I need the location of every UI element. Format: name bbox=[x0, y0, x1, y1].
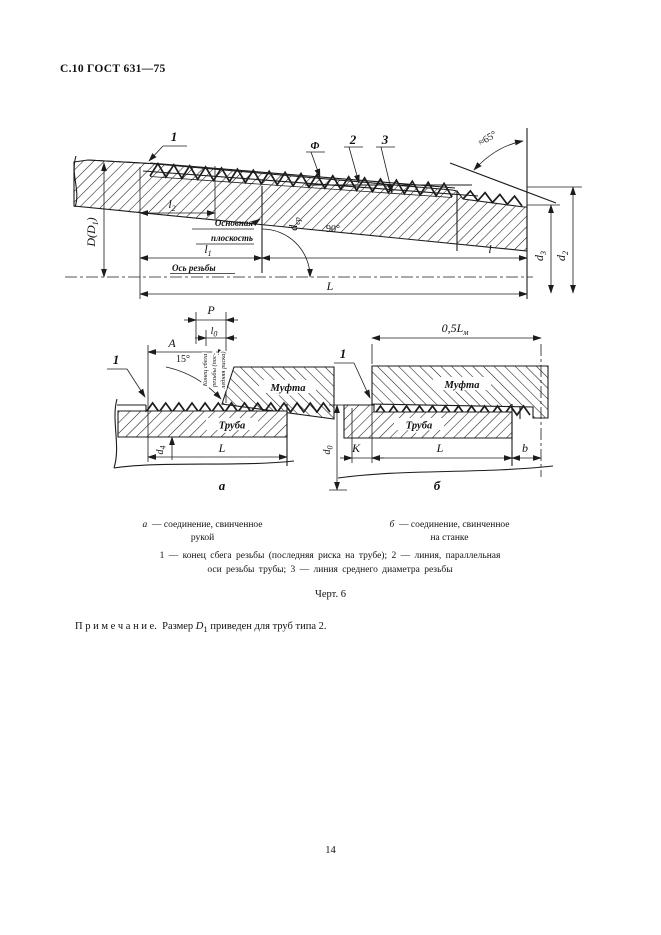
mufta-label-bg-b bbox=[433, 377, 491, 390]
truba-label-b: Труба bbox=[406, 421, 432, 432]
dim-dcp-label: dср bbox=[286, 217, 302, 231]
caption-b-key: б bbox=[389, 520, 395, 530]
joint-hand-drawing: Муфта Труба 1 P l0 bbox=[107, 303, 335, 493]
angle-65-arc bbox=[473, 139, 524, 171]
legend-line-1: 1 — конец сбега резьбы (последняя риска … bbox=[159, 551, 501, 561]
callout-3: 3 bbox=[381, 132, 389, 147]
callout-1-a: 1 bbox=[113, 352, 120, 367]
top-drawing: ≈65° 1 Ф 2 3 Ось резьбы l2 bbox=[65, 128, 582, 299]
dim-A-label: A bbox=[167, 336, 176, 350]
caption-a: а — соединение, свинченное рукой bbox=[105, 519, 300, 545]
caption-a-text: — соединение, свинченное bbox=[151, 520, 263, 530]
note-variable: D bbox=[195, 621, 204, 632]
mufta-label-bg-a bbox=[259, 380, 316, 393]
angle-15-arc bbox=[165, 366, 222, 400]
dim-l-label: l bbox=[488, 242, 492, 256]
note-label: П р и м е ч а н и е. bbox=[75, 621, 157, 632]
dim-d2-label: d2 bbox=[554, 251, 570, 261]
truba-label-a: Труба bbox=[219, 421, 245, 432]
mufta-label-b: Муфта bbox=[444, 380, 480, 391]
note-post: приведен для труб типа 2. bbox=[210, 621, 327, 632]
caption-b-text2: на станке bbox=[430, 533, 469, 543]
page-number: 14 bbox=[325, 845, 336, 856]
sublabel-b: б bbox=[434, 478, 441, 493]
coupling-section-b bbox=[371, 365, 549, 419]
page-header: С.10 ГОСТ 631—75 bbox=[60, 63, 166, 75]
pipe-bottom-break-b bbox=[337, 465, 554, 479]
caption-a-key: а bbox=[142, 520, 148, 530]
runout-note-line1: Конец сбега bbox=[202, 354, 209, 388]
dim-l2-label: l2 bbox=[168, 197, 175, 213]
dim-l1-label: l1 bbox=[204, 242, 211, 258]
note-pre: Размер bbox=[162, 621, 194, 632]
caption-b: б — соединение, свинченное на станке bbox=[352, 519, 547, 545]
angle-90-arc bbox=[261, 228, 313, 278]
dim-b-label: b bbox=[522, 441, 528, 455]
angle-65-label: ≈65° bbox=[477, 129, 499, 148]
joint-machine-drawing: Муфта Труба 0,5Lм 1 d0 bbox=[322, 321, 554, 493]
caption-b-text: — соединение, свинченное bbox=[399, 520, 510, 530]
caption-a-text2: рукой bbox=[190, 533, 215, 543]
axis-label: Ось резьбы bbox=[172, 263, 216, 273]
chamfer-line bbox=[449, 162, 557, 204]
dim-L-b-label: L bbox=[436, 441, 444, 455]
runout-note-line2: резьбы (пос- bbox=[211, 353, 218, 388]
legend-line-2: оси резьбы трубы; 3 — линия среднего диа… bbox=[207, 565, 453, 575]
callout-phi: Ф bbox=[311, 141, 320, 152]
dim-half-Lm-label: 0,5Lм bbox=[442, 321, 469, 337]
pipe-break-line bbox=[73, 155, 78, 208]
dim-L-top-label: L bbox=[326, 279, 334, 293]
thread-profile-end bbox=[462, 189, 523, 207]
figure-legend: 1 — конец сбега резьбы (последняя риска … bbox=[90, 549, 570, 577]
mean-diameter-line bbox=[142, 170, 479, 197]
basic-plane-label-2: плоскость bbox=[211, 233, 253, 243]
dim-l0-label: l0 bbox=[211, 326, 218, 339]
dim-L-a-label: L bbox=[218, 441, 226, 455]
callout-2: 2 bbox=[349, 132, 357, 147]
truba-label-bg-b bbox=[394, 418, 444, 430]
callout-1-b: 1 bbox=[340, 346, 347, 361]
angle-15-label: 15° bbox=[176, 354, 190, 365]
sublabel-a: а bbox=[219, 478, 226, 493]
thread-crest-line bbox=[149, 162, 456, 189]
truba-label-bg-a bbox=[206, 418, 258, 430]
pipe-bottom-break-a bbox=[113, 460, 295, 469]
runout-note-line3: ледняя риска) bbox=[220, 352, 227, 390]
basic-plane-label-1: Основная bbox=[215, 218, 254, 228]
dim-K-label: K bbox=[351, 441, 361, 455]
note: П р и м е ч а н и е. Размер D1 приведен … bbox=[75, 621, 326, 634]
mufta-label-a: Муфта bbox=[270, 383, 306, 394]
pipe-break-a bbox=[113, 398, 118, 469]
dim-d4-label: d4 bbox=[155, 446, 168, 455]
pipe-section-a bbox=[117, 410, 288, 438]
dim-D-label: D(D1) bbox=[84, 217, 100, 247]
note-variable-sub: 1 bbox=[203, 624, 208, 635]
dim-P-label: P bbox=[206, 303, 215, 317]
angle-90-label: 90° bbox=[326, 224, 340, 235]
callout-1-top: 1 bbox=[171, 129, 178, 144]
dim-d3-label: d3 bbox=[532, 251, 548, 261]
dim-d0-label: d0 bbox=[322, 446, 335, 455]
figure-number: Черт. 6 bbox=[315, 589, 346, 600]
